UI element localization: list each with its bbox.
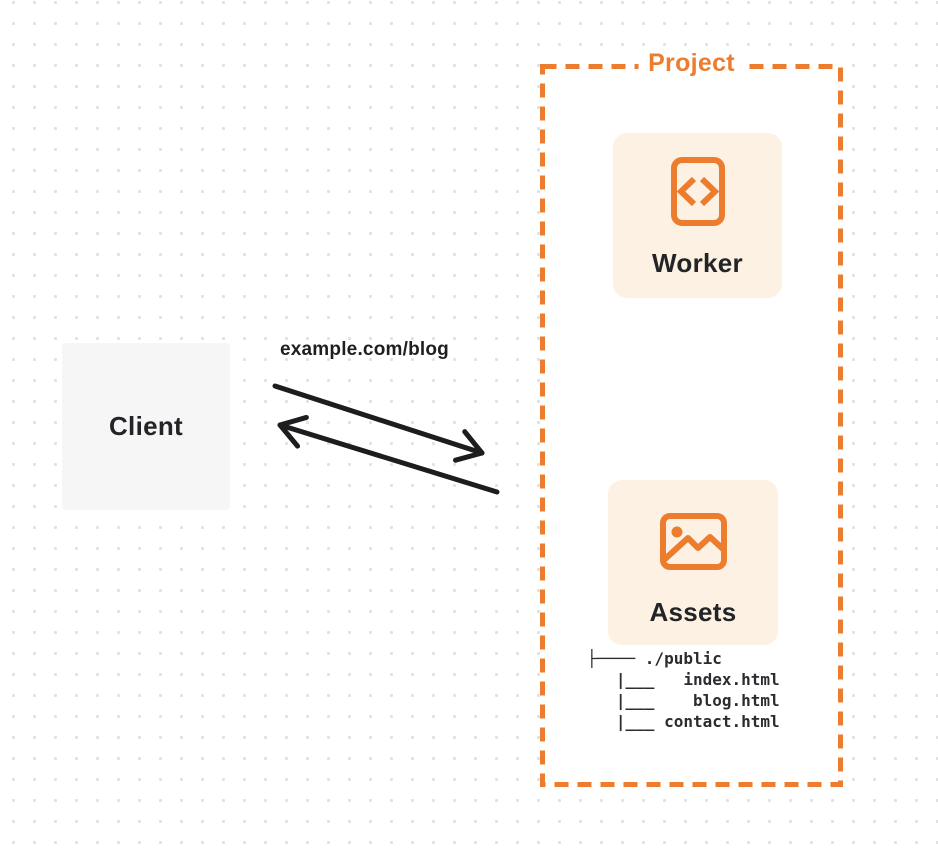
client-label: Client xyxy=(108,411,184,441)
assets-file-tree: ├──── ./public |___ index.html |___ blog… xyxy=(587,649,780,731)
assets-node: Assets xyxy=(608,480,778,645)
code-file-icon xyxy=(670,157,725,226)
request-url-label: example.com/blog xyxy=(280,339,449,360)
image-icon xyxy=(659,513,727,570)
worker-label: Worker xyxy=(652,248,743,278)
project-title: Project xyxy=(638,48,745,79)
worker-node: Worker xyxy=(613,133,782,298)
assets-label: Assets xyxy=(649,597,737,627)
project-container: Project Worker Assets ├──── ./public |__… xyxy=(540,48,843,787)
request-arrow xyxy=(272,383,485,463)
client-node: Client xyxy=(62,343,230,510)
response-arrow xyxy=(277,414,500,495)
